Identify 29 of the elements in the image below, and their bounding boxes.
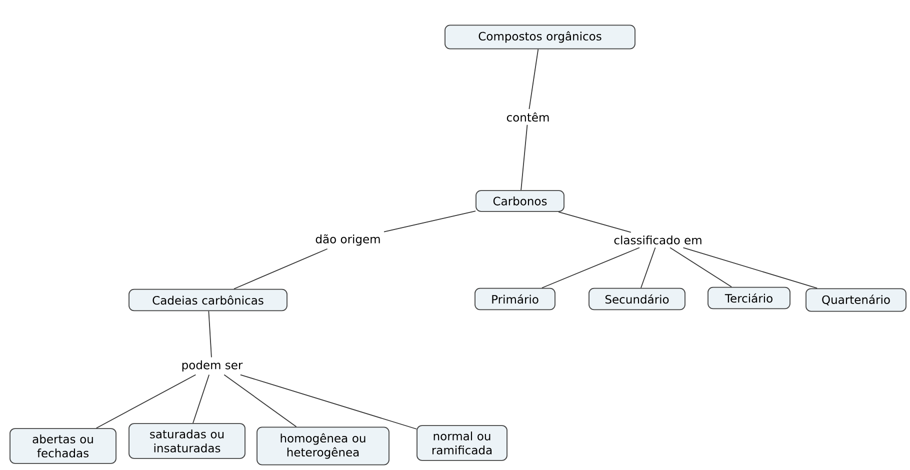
concept-box: abertas ou fechadas [10,428,116,464]
concept-box: Cadeias carbônicas [128,288,288,312]
connector-line [520,124,528,191]
concept-box: Compostos orgânicos [444,24,636,50]
connector-line [240,374,417,430]
connector-line [384,210,476,232]
connector-line [528,48,539,110]
concept-box: Quartenário [806,288,906,312]
concept-box: saturadas ou insaturadas [128,423,246,459]
concept-box: Carbonos [476,190,564,212]
connector-line [192,374,210,424]
connector-line [96,374,196,429]
connector-line [208,310,212,358]
connector-line [558,211,632,233]
linking-phrase: podem ser [178,357,246,375]
connector-line [234,248,328,290]
linking-phrase: contêm [503,109,553,125]
concept-box: normal ou ramificada [416,425,508,461]
concept-box: Terciário [708,286,790,310]
concept-box: homogênea ou heterogênea [256,426,390,466]
connector-line [542,247,640,288]
linking-phrase: classificado em [610,232,706,248]
concept-box: Primário [474,288,556,310]
connector-line [682,247,818,289]
linking-phrase: dão origem [312,231,384,249]
connector-line [640,247,656,288]
connector-line [224,374,297,428]
concept-box: Secundário [588,288,686,310]
connector-line [670,247,732,288]
